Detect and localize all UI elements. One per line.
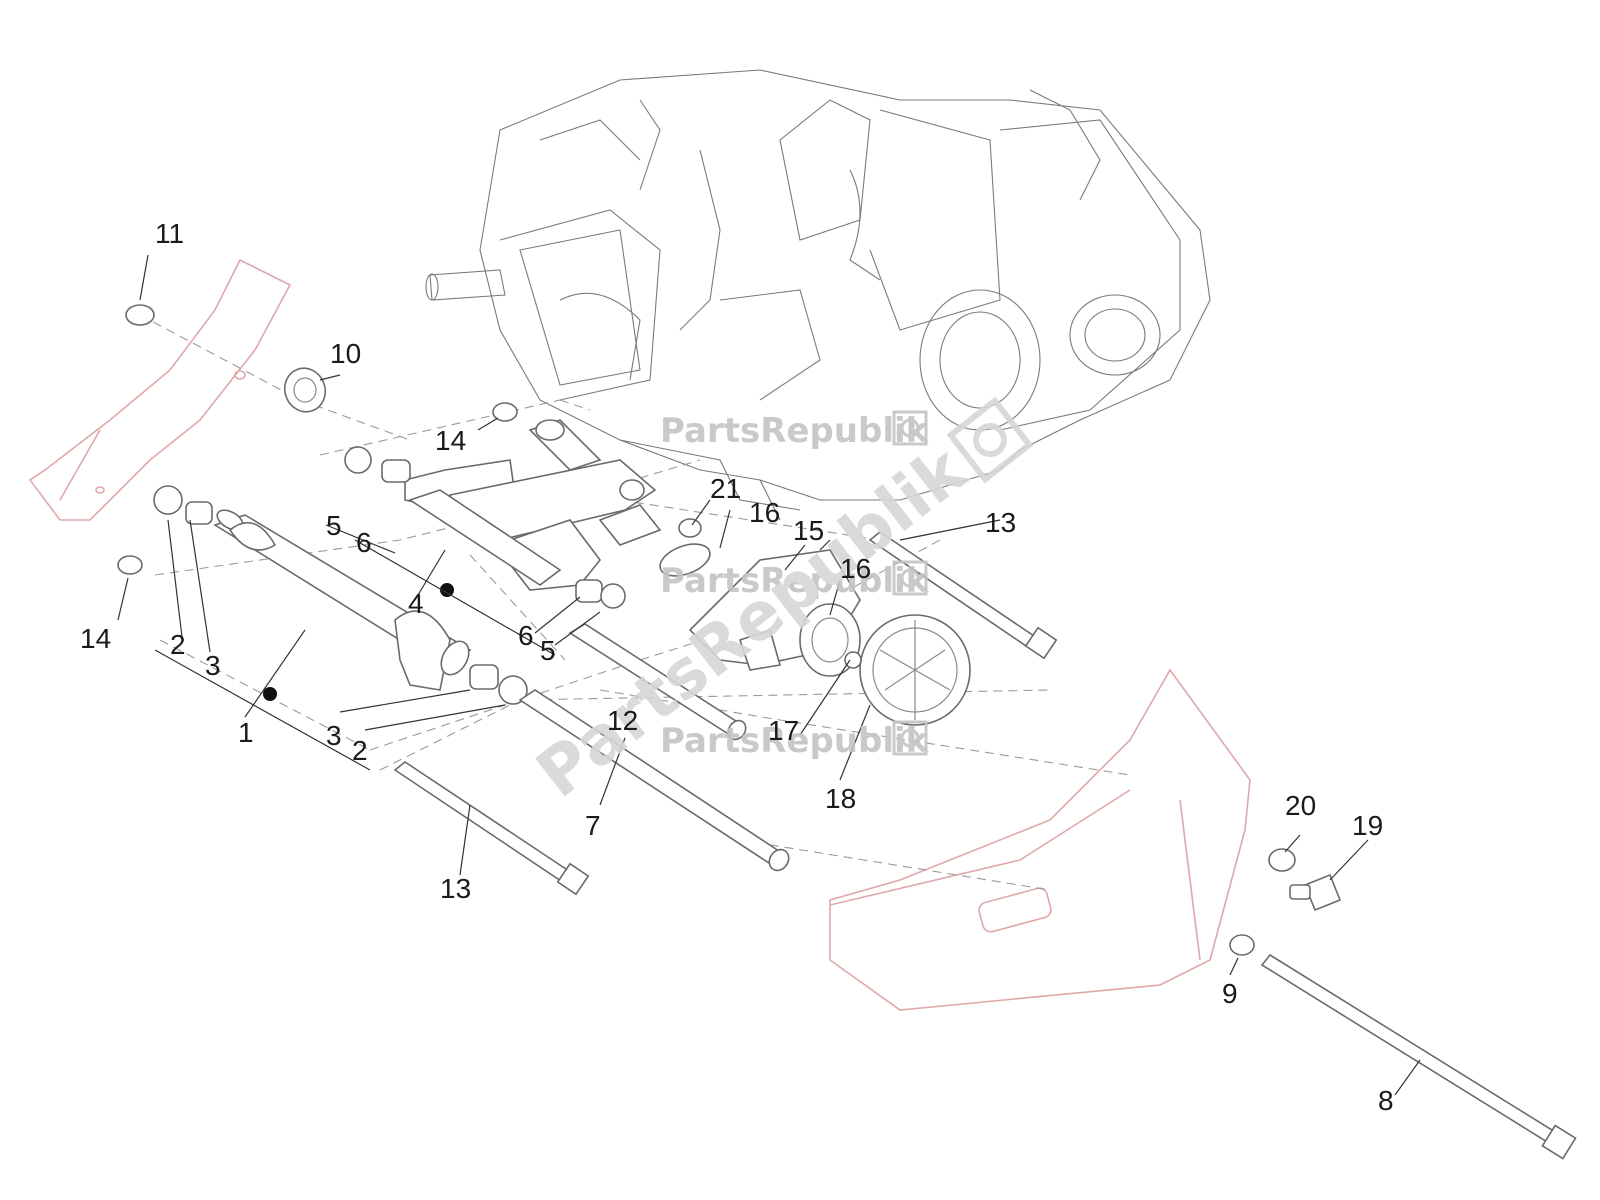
callout-13: 13 (440, 873, 471, 904)
callout-2: 2 (352, 735, 368, 766)
callout-21: 21 (710, 473, 741, 504)
callout-9: 9 (1222, 978, 1238, 1009)
callout-14: 14 (435, 425, 466, 456)
callout-6: 6 (356, 527, 372, 558)
callout-18: 18 (825, 783, 856, 814)
gear-icon (946, 396, 1034, 484)
callout-15: 15 (793, 515, 824, 546)
callout-19: 19 (1352, 810, 1383, 841)
part-18-cover-disc (799, 603, 971, 726)
callout-2: 2 (170, 629, 186, 660)
callout-5: 5 (540, 635, 556, 666)
callout-17: 17 (768, 715, 799, 746)
watermark-brand: PartsRepublik (660, 411, 930, 451)
callout-5: 5 (326, 510, 342, 541)
callout-10: 10 (330, 338, 361, 369)
callout-leaders (117, 254, 1421, 1096)
callout-6: 6 (518, 620, 534, 651)
pins-and-bolts (393, 489, 1577, 1160)
callout-8: 8 (1378, 1085, 1394, 1116)
callout-16: 16 (840, 553, 871, 584)
gear-icon (892, 410, 928, 446)
callout-7: 7 (585, 810, 601, 841)
part-4-link-bracket (404, 419, 662, 591)
callout-12: 12 (607, 705, 638, 736)
callout-14: 14 (80, 623, 111, 654)
small-hardware (117, 304, 1342, 956)
watermark-brand: PartsRepublik (660, 561, 930, 601)
assembly-dot (440, 583, 454, 597)
callout-3: 3 (326, 720, 342, 751)
callout-16: 16 (749, 497, 780, 528)
engine-assembly (425, 69, 1211, 521)
callout-20: 20 (1285, 790, 1316, 821)
callout-labels: 1 2 3 3 2 4 5 6 6 5 7 8 9 10 11 12 13 13… (80, 218, 1394, 1116)
assembly-dot (263, 687, 277, 701)
watermark-group: PartsRepublik PartsRepublik PartsRepubli… (522, 396, 1034, 813)
callout-3: 3 (205, 650, 221, 681)
callout-13: 13 (985, 507, 1016, 538)
gear-icon (892, 720, 928, 756)
part-1-swingarm-tube (213, 509, 472, 691)
callout-11: 11 (155, 218, 184, 249)
callout-4: 4 (408, 588, 424, 619)
gear-icon (892, 560, 928, 596)
callout-1: 1 (238, 717, 254, 748)
frame-section-right (829, 668, 1251, 1011)
watermark-brand: PartsRepublik (660, 721, 930, 761)
frame-bracket-left (28, 258, 292, 521)
